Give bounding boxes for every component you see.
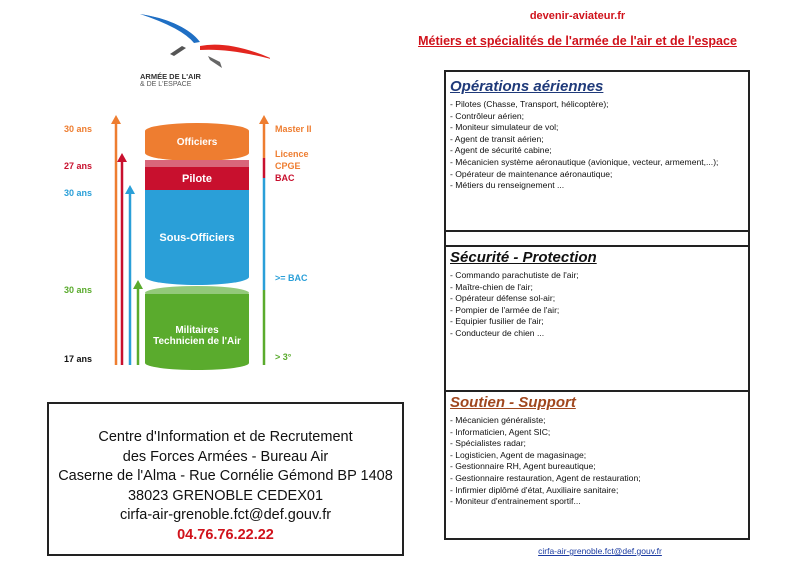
jobs-panel: Opérations aériennes - Pilotes (Chasse, … <box>444 70 750 540</box>
list-item: - Logisticien, Agent de magasinage; <box>450 449 587 460</box>
tier-militaires-line1: Militaires <box>175 325 219 336</box>
list-item: - Commando parachutiste de l'air; <box>450 270 579 280</box>
info-line: Caserne de l'Alma - Rue Cornélie Gémond … <box>58 468 393 484</box>
tier-officiers: Officiers <box>145 123 249 161</box>
age-officiers: 30 ans <box>64 124 93 134</box>
logo-wings-icon <box>140 14 275 68</box>
list-item: - Contrôleur aérien; <box>450 110 525 121</box>
divider <box>446 390 748 392</box>
list-item: - Gestionnaire RH, Agent bureautique; <box>450 461 596 472</box>
list-item: - Mécanicien généraliste; <box>450 415 546 425</box>
tier-militaires-line2: Technicien de l'Air <box>153 336 241 347</box>
site-name: devenir-aviateur.fr <box>529 10 626 22</box>
list-item: - Opérateur défense sol-air; <box>450 293 556 304</box>
section-title: Soutien - Support <box>450 394 576 411</box>
list-item: - Informaticien, Agent SIC; <box>450 426 551 437</box>
level-bac-plus: >= BAC <box>275 273 308 283</box>
level-cpge: CPGE <box>275 161 301 171</box>
level-licence: Licence <box>275 149 309 159</box>
age-militaires: 30 ans <box>64 285 93 295</box>
list-item: - Maître-chien de l'air; <box>450 281 533 292</box>
footer-email-link[interactable]: cirfa-air-grenoble.fct@def.gouv.fr <box>538 546 662 556</box>
section-operations: Opérations aériennes - Pilotes (Chasse, … <box>450 78 744 192</box>
level-bac: BAC <box>275 173 295 183</box>
level-troisieme: > 3° <box>275 352 292 362</box>
section-soutien: Soutien - Support - Mécanicien généralis… <box>450 394 744 508</box>
age-start: 17 ans <box>64 354 93 364</box>
list-item: - Agent de sécurité cabine; <box>450 145 552 156</box>
arrows <box>111 115 269 365</box>
tier-militaires: Militaires Technicien de l'Air <box>145 294 249 370</box>
list-item: - Mécanicien système aéronautique (avion… <box>450 156 719 167</box>
list-item: - Spécialistes radar; <box>450 438 526 449</box>
divider <box>446 245 748 247</box>
age-pilote: 27 ans <box>64 161 93 171</box>
tier-sous-officiers: Sous-Officiers <box>145 190 249 285</box>
section-securite: Sécurité - Protection - Commando parachu… <box>450 249 744 340</box>
list-item: - Agent de transit aérien; <box>450 133 544 144</box>
list-item: - Infirmier diplômé d'état, Auxiliaire s… <box>450 484 619 495</box>
section-title: Opérations aériennes <box>450 78 604 95</box>
tier-pilote: Pilote <box>145 167 249 191</box>
level-master: Master II <box>275 124 312 134</box>
list-item: - Métiers du renseignement ... <box>450 180 565 191</box>
page-subtitle: Métiers et spécialités de l'armée de l'a… <box>418 34 737 48</box>
list-item: - Equipier fusilier de l'air; <box>450 316 544 327</box>
info-line: des Forces Armées - Bureau Air <box>122 448 329 465</box>
logo-line2: & DE L'ESPACE <box>140 81 192 88</box>
list-item: - Opérateur de maintenance aéronautique; <box>450 168 613 179</box>
list-item: - Gestionnaire restauration, Agent de re… <box>450 472 641 483</box>
divider <box>446 230 748 232</box>
info-line: 38023 GRENOBLE CEDEX01 <box>127 487 324 504</box>
list-item: - Moniteur simulateur de vol; <box>450 122 559 133</box>
list-item: - Conducteur de chien ... <box>450 327 545 338</box>
logo-line1: ARMÉE DE L'AIR <box>140 72 201 81</box>
list-item: - Pilotes (Chasse, Transport, hélicoptèr… <box>450 99 609 109</box>
info-email[interactable]: cirfa-air-grenoble.fct@def.gouv.fr <box>119 507 332 523</box>
logo: ARMÉE DE L'AIR & DE L'ESPACE <box>130 10 275 90</box>
list-item: - Moniteur d'entrainement sportif... <box>450 496 581 507</box>
age-sous-officiers: 30 ans <box>64 188 93 198</box>
info-phone: 04.76.76.22.22 <box>177 526 274 543</box>
list-item: - Pompier de l'armée de l'air; <box>450 304 560 315</box>
info-line: Centre d'Information et de Recrutement <box>98 429 353 445</box>
cirfa-contact-box: Centre d'Information et de Recrutement d… <box>47 402 404 556</box>
section-title: Sécurité - Protection <box>450 249 597 266</box>
